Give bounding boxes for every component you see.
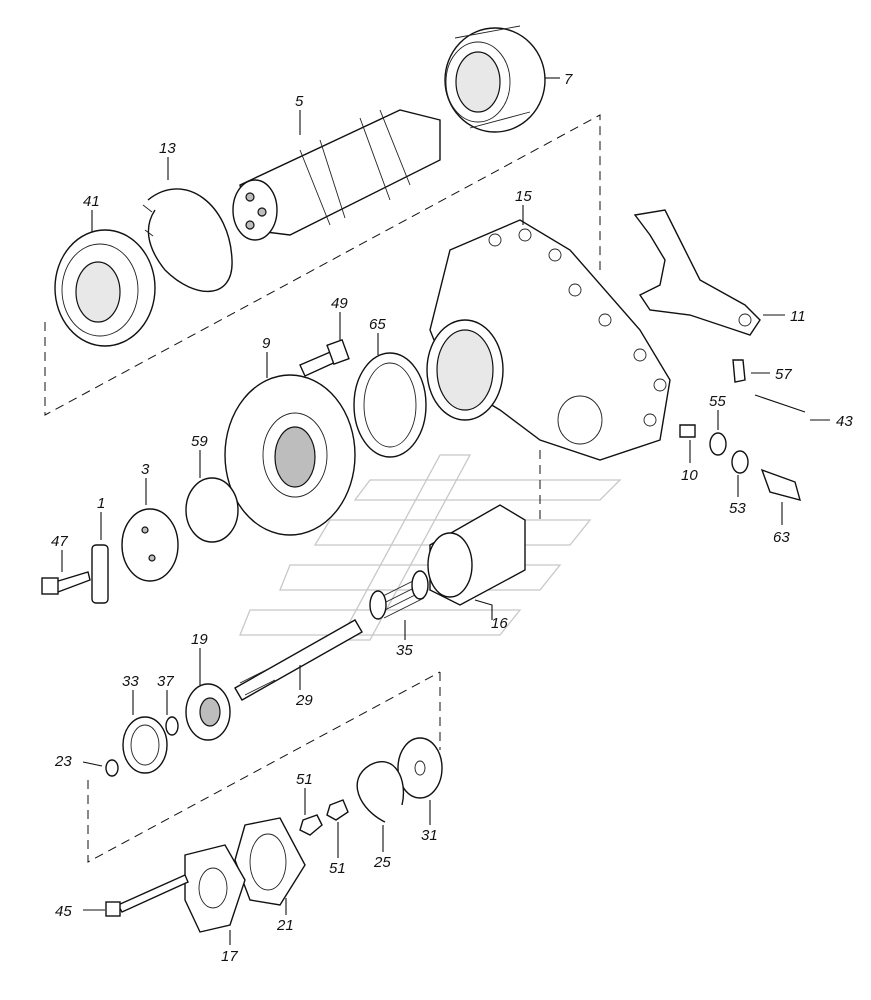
callout-1: 1 bbox=[97, 495, 105, 512]
part-35-spring bbox=[369, 570, 429, 620]
callout-19: 19 bbox=[191, 631, 208, 648]
callout-23: 23 bbox=[54, 753, 72, 770]
callout-45: 45 bbox=[55, 903, 72, 920]
part-37-ring bbox=[165, 716, 179, 736]
callout-5: 5 bbox=[295, 93, 304, 110]
part-3-cover bbox=[121, 508, 179, 582]
callout-51b: 51 bbox=[329, 860, 346, 877]
callout-17: 17 bbox=[221, 948, 238, 965]
part-25-snap-ring bbox=[356, 761, 405, 823]
part-55-washer bbox=[709, 432, 727, 456]
part-19-bearing bbox=[185, 683, 231, 741]
part-33-seal bbox=[122, 716, 168, 774]
assembly-dashed-lines bbox=[44, 114, 601, 863]
callout-49: 49 bbox=[331, 295, 348, 312]
part-1-lock-plate bbox=[91, 544, 109, 604]
part-65-seal bbox=[353, 352, 427, 458]
callout-43: 43 bbox=[836, 413, 853, 430]
part-23-ring bbox=[105, 759, 119, 777]
callout-55: 55 bbox=[709, 393, 726, 410]
callout-47: 47 bbox=[51, 533, 68, 550]
part-11-shift-fork bbox=[633, 209, 761, 336]
callout-63: 63 bbox=[773, 529, 790, 546]
callout-16: 16 bbox=[491, 615, 508, 632]
callout-13: 13 bbox=[159, 140, 176, 157]
part-5-splined-shaft bbox=[232, 109, 441, 241]
part-53-washer bbox=[731, 450, 749, 474]
part-7-sleeve bbox=[444, 25, 546, 133]
part-31-cover bbox=[397, 737, 443, 799]
part-51-nut-a bbox=[299, 814, 323, 836]
callout-15: 15 bbox=[515, 188, 532, 205]
callout-29: 29 bbox=[295, 692, 313, 709]
part-45-long-bolt bbox=[105, 874, 189, 917]
callout-57: 57 bbox=[775, 366, 792, 383]
part-47-bolt bbox=[41, 571, 91, 595]
part-43-rod bbox=[754, 394, 806, 413]
callout-7: 7 bbox=[564, 71, 573, 88]
callout-41: 41 bbox=[83, 193, 100, 210]
part-21-gasket bbox=[234, 817, 306, 906]
part-13-snap-ring bbox=[142, 188, 233, 292]
callout-25: 25 bbox=[373, 854, 391, 871]
callout-53: 53 bbox=[729, 500, 746, 517]
callout-labels: 5 7 13 41 15 11 49 65 9 57 55 43 59 3 10… bbox=[51, 71, 853, 965]
callout-37: 37 bbox=[157, 673, 174, 690]
callout-51a: 51 bbox=[296, 771, 313, 788]
callout-10: 10 bbox=[681, 467, 698, 484]
part-63-sensor bbox=[760, 468, 802, 501]
leader-lines bbox=[61, 77, 830, 945]
part-49-bolt bbox=[299, 338, 350, 377]
part-16-cage bbox=[427, 504, 526, 606]
callout-31: 31 bbox=[421, 827, 438, 844]
part-41-bearing bbox=[54, 229, 156, 347]
part-51-nut-b bbox=[326, 799, 349, 821]
callout-3: 3 bbox=[141, 461, 150, 478]
part-9-flange bbox=[224, 374, 356, 536]
part-15-housing bbox=[426, 219, 671, 461]
part-17-end-cap bbox=[184, 844, 246, 933]
part-29-shaft bbox=[234, 619, 363, 701]
part-10-plug bbox=[679, 424, 696, 438]
callout-11: 11 bbox=[790, 308, 806, 325]
part-59-o-ring bbox=[185, 477, 239, 543]
part-57-breather bbox=[732, 359, 746, 383]
callout-59: 59 bbox=[191, 433, 208, 450]
callout-35: 35 bbox=[396, 642, 413, 659]
callout-9: 9 bbox=[262, 335, 271, 352]
callout-33: 33 bbox=[122, 673, 139, 690]
callout-65: 65 bbox=[369, 316, 386, 333]
callout-21: 21 bbox=[276, 917, 294, 934]
